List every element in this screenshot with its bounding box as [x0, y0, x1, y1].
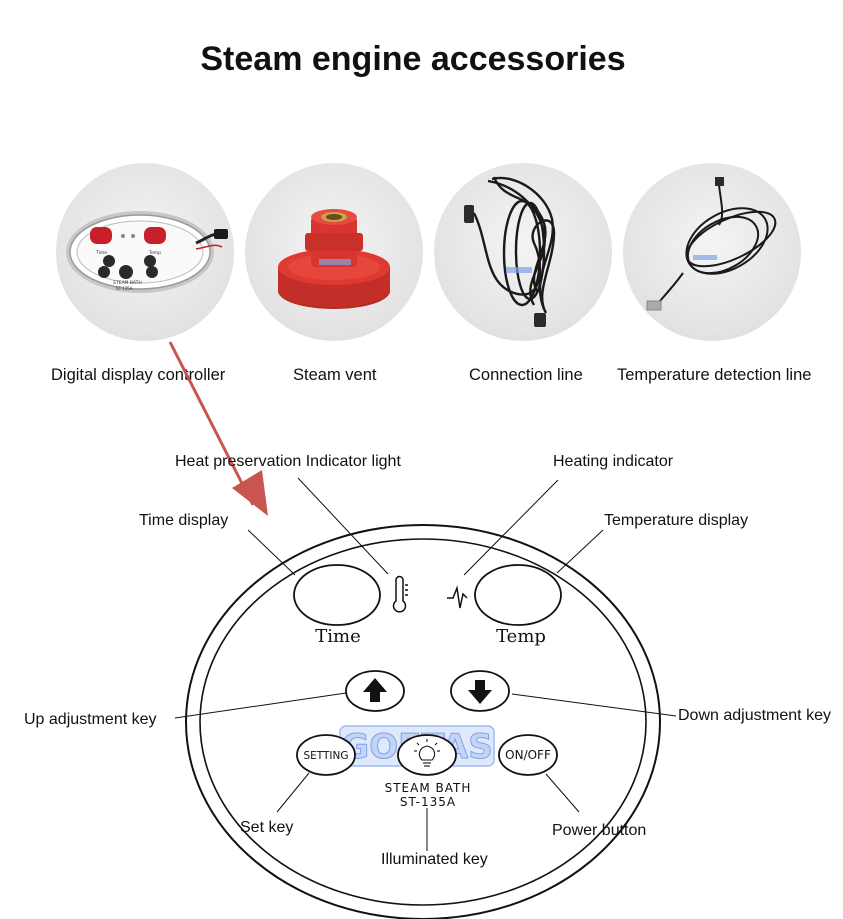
controller-brand-text: STEAM BATH	[113, 280, 142, 286]
callout-leader-lines	[174, 477, 677, 851]
power-button-label: ON/OFF	[505, 748, 551, 762]
callout-power-button: Power button	[552, 822, 647, 839]
steam-vent-photo	[245, 163, 423, 341]
callout-down-adjustment-key: Down adjustment key	[678, 707, 831, 724]
callout-temperature-display: Temperature display	[604, 512, 749, 529]
svg-text:GOETAS: GOETAS	[341, 727, 492, 767]
arrow-down-icon	[468, 680, 492, 704]
callout-heat-preservation-indicator: Heat preservation Indicator light	[175, 453, 401, 470]
illuminated-button[interactable]	[397, 734, 457, 776]
caption-connection-line: Connection line	[469, 366, 583, 384]
temp-label: Temp	[496, 626, 546, 647]
callout-heating-indicator: Heating indicator	[553, 453, 674, 470]
page-title: Steam engine accessories	[200, 40, 626, 78]
model-line-2: ST-135A	[400, 795, 456, 809]
callout-illuminated-key: Illuminated key	[381, 851, 488, 868]
arrow-up-icon	[363, 678, 387, 702]
power-button[interactable]: ON/OFF	[498, 734, 558, 776]
down-adjustment-button[interactable]	[450, 670, 510, 712]
controller-photo: Time Temp STEAM BATH ST-135A	[56, 163, 234, 341]
temp-display-window	[474, 564, 562, 626]
time-label: Time	[315, 626, 360, 647]
controller-model-text: ST-135A	[116, 286, 133, 291]
caption-steam-vent: Steam vent	[293, 366, 377, 384]
model-line-1: STEAM BATH	[385, 781, 472, 795]
controller-temp-text: Temp	[148, 250, 161, 256]
watermark-logo: GOETAS	[339, 725, 495, 768]
callout-set-key: Set key	[240, 819, 294, 836]
pointer-arrowhead	[232, 470, 268, 516]
controller-time-text: Time	[95, 250, 107, 256]
temperature-line-photo	[623, 163, 801, 341]
up-adjustment-button[interactable]	[345, 670, 405, 712]
thermometer-icon	[392, 575, 408, 613]
time-display-window	[293, 564, 381, 626]
light-bulb-icon	[414, 739, 440, 767]
setting-button[interactable]: SETTING	[296, 734, 356, 776]
heating-icon	[447, 585, 468, 609]
callout-up-adjustment-key: Up adjustment key	[24, 711, 157, 728]
connection-line-photo	[434, 163, 612, 341]
callout-time-display: Time display	[139, 512, 229, 529]
caption-temperature-line: Temperature detection line	[617, 366, 812, 384]
caption-controller: Digital display controller	[51, 366, 226, 384]
setting-button-label: SETTING	[303, 750, 348, 762]
